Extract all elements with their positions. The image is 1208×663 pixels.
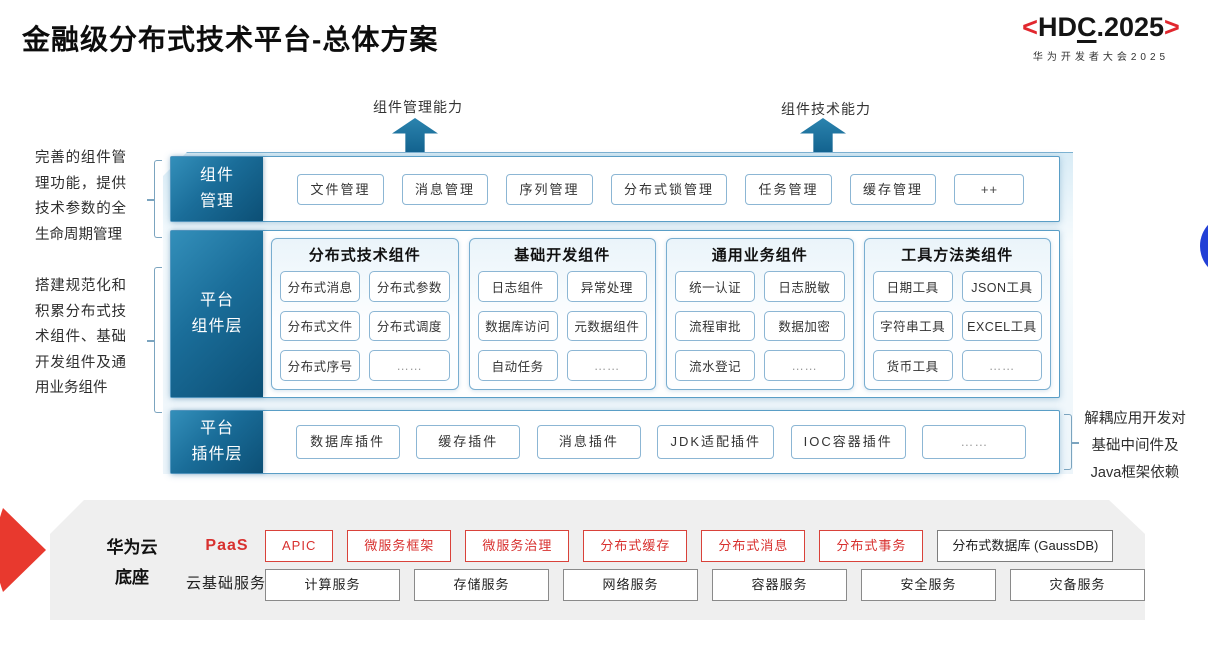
layer-platform-components: 平台 组件层 分布式技术组件 分布式消息 分布式参数 分布式文件 分布式调度 分… <box>170 230 1060 398</box>
red-wedge-pointer-icon <box>0 508 46 592</box>
column-header: 基础开发组件 <box>514 247 611 264</box>
logo-hd: HD <box>1037 12 1077 42</box>
logo-c-underlined: C <box>1076 12 1097 42</box>
column-header: 通用业务组件 <box>711 247 808 264</box>
chip-exception-handling: 异常处理 <box>566 271 647 302</box>
chip-cache-management: 缓存管理 <box>849 173 936 205</box>
chip-ellipsis: …… <box>961 350 1042 381</box>
chip-metadata-component: 元数据组件 <box>566 310 647 342</box>
left-bracket-row1 <box>147 160 162 238</box>
chip-distributed-lock-management: 分布式锁管理 <box>610 173 727 205</box>
chip-string-util: 字符串工具 <box>872 310 953 342</box>
hdc-logo-subtitle: 华为开发者大会2025 <box>1032 52 1170 63</box>
cloud-base-services: 计算服务 存储服务 网络服务 容器服务 安全服务 灾备服务 <box>265 569 1145 601</box>
logo-close-bracket: > <box>1164 12 1180 42</box>
chip-microservice-framework: 微服务框架 <box>347 530 452 562</box>
column-distributed-tech-components: 分布式技术组件 分布式消息 分布式参数 分布式文件 分布式调度 分布式序号 …… <box>271 238 459 390</box>
column-header: 工具方法类组件 <box>901 247 1014 264</box>
chip-distributed-file: 分布式文件 <box>280 310 361 342</box>
note-platform-components: 搭建规范化和积累分布式技术组件、基础开发组件及通用业务组件 <box>35 278 126 396</box>
chip-message-plugin: 消息插件 <box>536 425 641 459</box>
component-management-items: 文件管理 消息管理 序列管理 分布式锁管理 任务管理 缓存管理 ++ <box>263 157 1059 221</box>
chip-security-service: 安全服务 <box>861 569 996 601</box>
right-bracket-row3 <box>1064 414 1079 470</box>
column-header: 分布式技术组件 <box>308 247 421 264</box>
chip-gaussdb: 分布式数据库 (GaussDB) <box>937 530 1114 562</box>
chip-apic: APIC <box>265 530 334 562</box>
chip-ellipsis: …… <box>764 350 845 381</box>
hdc-2025-logo: <HDC.2025> 华为开发者大会2025 <box>1006 12 1196 63</box>
logo-year: .2025 <box>1096 12 1165 42</box>
layer-label-platform-plugins: 平台 插件层 <box>171 411 263 473</box>
blue-circle-decoration <box>1200 214 1208 278</box>
chip-distributed-cache: 分布式缓存 <box>583 530 688 562</box>
logo-open-bracket: < <box>1022 12 1038 42</box>
chip-distributed-scheduling: 分布式调度 <box>369 310 450 342</box>
chip-json-util: JSON工具 <box>961 271 1042 302</box>
chip-compute-service: 计算服务 <box>265 569 400 601</box>
chip-ellipsis: …… <box>566 350 647 381</box>
chip-cache-plugin: 缓存插件 <box>416 425 521 459</box>
up-arrow-icon <box>392 118 438 154</box>
layer-label-platform-components: 平台 组件层 <box>171 231 263 397</box>
chip-distributed-message: 分布式消息 <box>280 271 361 302</box>
column-utility-components: 工具方法类组件 日期工具 JSON工具 字符串工具 EXCEL工具 货币工具 …… <box>863 238 1051 390</box>
chip-ioc-container-plugin: IOC容器插件 <box>790 425 906 459</box>
chip-storage-service: 存储服务 <box>414 569 549 601</box>
chip-plus-plus: ++ <box>954 173 1025 205</box>
layer-platform-plugins: 平台 插件层 数据库插件 缓存插件 消息插件 JDK适配插件 IOC容器插件 …… <box>170 410 1060 474</box>
chip-message-management: 消息管理 <box>401 173 488 205</box>
chip-distributed-sequence: 分布式序号 <box>280 350 361 381</box>
chip-container-service: 容器服务 <box>712 569 847 601</box>
chip-distributed-parameter: 分布式参数 <box>369 271 450 302</box>
capability-label-technology: 组件技术能力 <box>781 101 871 117</box>
column-grid: 日志组件 异常处理 数据库访问 元数据组件 自动任务 …… <box>470 270 656 389</box>
capability-label-management: 组件管理能力 <box>373 99 463 115</box>
column-grid: 分布式消息 分布式参数 分布式文件 分布式调度 分布式序号 …… <box>272 270 458 389</box>
chip-microservice-governance: 微服务治理 <box>465 530 570 562</box>
layer-component-management: 组件 管理 文件管理 消息管理 序列管理 分布式锁管理 任务管理 缓存管理 ++ <box>170 156 1060 222</box>
chip-sequence-management: 序列管理 <box>506 173 593 205</box>
chip-ellipsis: …… <box>369 350 450 381</box>
column-grid: 日期工具 JSON工具 字符串工具 EXCEL工具 货币工具 …… <box>865 270 1051 389</box>
chip-disaster-recovery-service: 灾备服务 <box>1010 569 1145 601</box>
chip-unified-auth: 统一认证 <box>675 271 756 302</box>
chip-process-approval: 流程审批 <box>675 310 756 342</box>
chip-ellipsis: …… <box>922 425 1027 459</box>
chip-network-service: 网络服务 <box>563 569 698 601</box>
cloud-base-label: 云基础服务 <box>185 575 266 592</box>
platform-component-columns: 分布式技术组件 分布式消息 分布式参数 分布式文件 分布式调度 分布式序号 ……… <box>263 231 1059 397</box>
hdc-logo-text: <HDC.2025> <box>1006 12 1196 43</box>
chip-database-plugin: 数据库插件 <box>295 425 400 459</box>
left-bracket-row2 <box>147 267 162 413</box>
chip-jdk-adapter-plugin: JDK适配插件 <box>657 425 774 459</box>
chip-log-component: 日志组件 <box>477 271 558 302</box>
chip-transaction-register: 流水登记 <box>675 350 756 381</box>
layer-label-component-management: 组件 管理 <box>171 157 263 221</box>
column-basic-dev-components: 基础开发组件 日志组件 异常处理 数据库访问 元数据组件 自动任务 …… <box>468 238 656 390</box>
chip-task-management: 任务管理 <box>745 173 832 205</box>
column-grid: 统一认证 日志脱敏 流程审批 数据加密 流水登记 …… <box>667 270 853 389</box>
chip-date-util: 日期工具 <box>872 271 953 302</box>
up-arrow-icon <box>800 118 846 154</box>
chip-data-encryption: 数据加密 <box>764 310 845 342</box>
chip-currency-util: 货币工具 <box>872 350 953 381</box>
note-component-management: 完善的组件管理功能，提供技术参数的全生命周期管理 <box>35 150 126 243</box>
chip-auto-task: 自动任务 <box>477 350 558 381</box>
foundation-label: 华为云 底座 <box>106 538 158 587</box>
paas-label: PaaS <box>205 537 249 554</box>
chip-file-management: 文件管理 <box>297 173 384 205</box>
column-general-business-components: 通用业务组件 统一认证 日志脱敏 流程审批 数据加密 流水登记 …… <box>666 238 854 390</box>
note-decoupling: 解耦应用开发对基础中间件及Java框架依赖 <box>1084 411 1186 481</box>
paas-services: APIC 微服务框架 微服务治理 分布式缓存 分布式消息 分布式事务 分布式数据… <box>265 530 1114 562</box>
platform-plugin-items: 数据库插件 缓存插件 消息插件 JDK适配插件 IOC容器插件 …… <box>263 411 1059 473</box>
chip-distributed-transaction: 分布式事务 <box>819 530 924 562</box>
chip-excel-util: EXCEL工具 <box>961 310 1042 342</box>
chip-distributed-message: 分布式消息 <box>701 530 806 562</box>
chip-log-masking: 日志脱敏 <box>764 271 845 302</box>
chip-database-access: 数据库访问 <box>477 310 558 342</box>
page-title: 金融级分布式技术平台-总体方案 <box>22 24 439 55</box>
